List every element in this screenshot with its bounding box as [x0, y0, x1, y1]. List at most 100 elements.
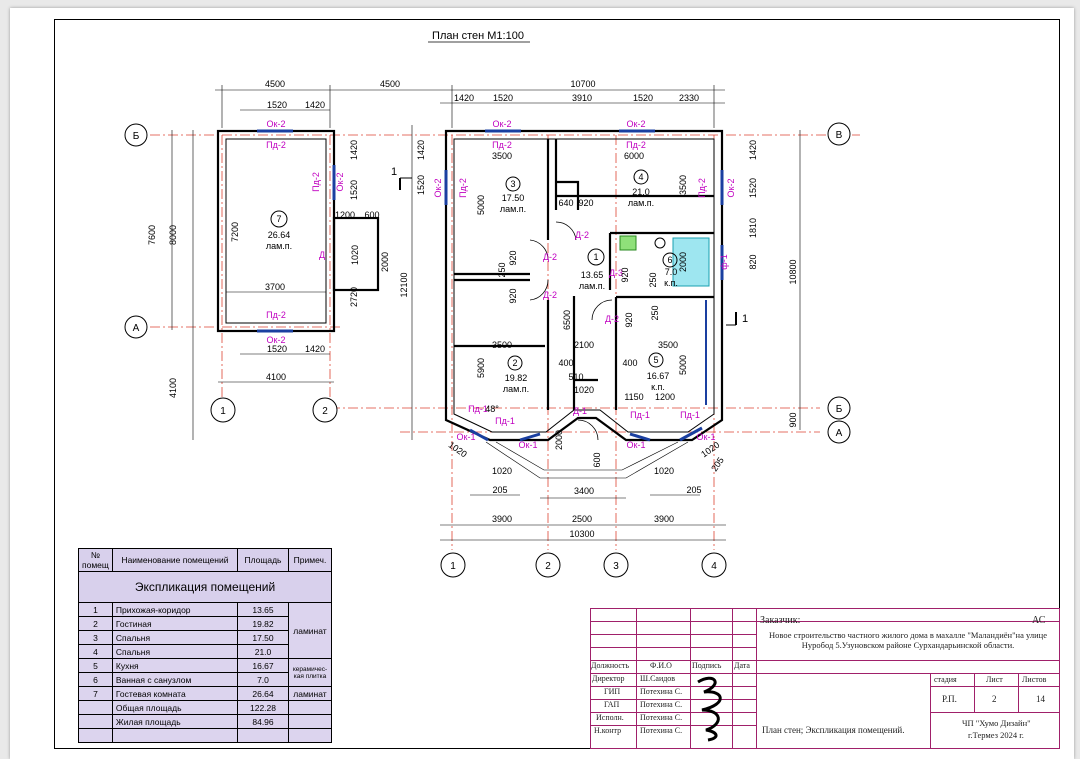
svg-text:7200: 7200 — [230, 222, 240, 242]
svg-text:10300: 10300 — [569, 529, 594, 539]
svg-text:Ок-2: Ок-2 — [267, 119, 286, 129]
svg-text:1420: 1420 — [349, 140, 359, 160]
dimensions-top: 4500 4500 10700 1520 1420 1420 1520 3910… — [215, 79, 725, 128]
svg-text:510: 510 — [568, 372, 583, 382]
svg-text:400: 400 — [558, 358, 573, 368]
svg-text:Пд-1: Пд-1 — [630, 410, 650, 420]
svg-text:1520: 1520 — [748, 178, 758, 198]
table-title: Экспликация помещений — [78, 571, 332, 603]
svg-text:Пд-2: Пд-2 — [492, 140, 512, 150]
name-executor: Потехина С. — [640, 713, 683, 722]
svg-text:В: В — [836, 130, 843, 141]
svg-text:1810: 1810 — [748, 218, 758, 238]
svg-text:600: 600 — [592, 452, 602, 467]
room-labels: 3 17.50 лам.п. 4 21.0 лам.п. 1 13.65 лам… — [266, 169, 678, 394]
drawing-name: План стен; Экспликация помещений. — [762, 725, 905, 735]
svg-text:3910: 3910 — [572, 93, 592, 103]
project-code: АС — [1032, 615, 1046, 626]
svg-text:3400: 3400 — [574, 486, 594, 496]
svg-text:1420: 1420 — [305, 344, 325, 354]
col-area: Площадь — [237, 548, 289, 572]
svg-text:21.0: 21.0 — [632, 187, 650, 197]
col-fio: Ф.И.О — [650, 661, 672, 670]
svg-text:2000: 2000 — [380, 252, 390, 272]
svg-text:4: 4 — [638, 172, 643, 182]
svg-text:Пд-2: Пд-2 — [697, 178, 707, 198]
name-norm-control: Потехина С. — [640, 726, 683, 735]
svg-text:Д: Д — [319, 250, 325, 260]
svg-text:8000: 8000 — [168, 225, 178, 245]
signature-icon — [697, 676, 722, 742]
note-laminate: ламинат — [288, 602, 332, 659]
svg-text:1420: 1420 — [416, 140, 426, 160]
svg-text:к.п.: к.п. — [664, 278, 678, 288]
svg-text:17.50: 17.50 — [502, 193, 525, 203]
svg-text:2000: 2000 — [678, 252, 688, 272]
svg-text:А: А — [133, 323, 140, 334]
svg-text:Д-3: Д-3 — [609, 268, 623, 278]
svg-text:1420: 1420 — [748, 140, 758, 160]
plan-title: План стен М1:100 — [432, 30, 524, 42]
svg-text:205: 205 — [686, 485, 701, 495]
svg-text:1420: 1420 — [454, 93, 474, 103]
svg-text:3: 3 — [510, 179, 515, 189]
svg-text:1: 1 — [593, 252, 598, 262]
svg-text:Пд-2: Пд-2 — [626, 140, 646, 150]
note-laminate-2: ламинат — [288, 686, 332, 701]
opening-labels: Ок-2 Пд-2 Ок-2 Пд-2 Ок-2 Пд-2 Пд-2 Ок-2 … — [433, 119, 736, 450]
svg-text:Ок-1: Ок-1 — [519, 440, 538, 450]
svg-text:Б: Б — [133, 131, 140, 142]
svg-text:Ок-1: Ок-1 — [457, 432, 476, 442]
svg-text:1: 1 — [391, 166, 397, 178]
svg-text:640: 640 — [558, 198, 573, 208]
interior-dimensions: 3500 6000 5000 3500 640 920 920 250 920 … — [476, 151, 688, 468]
svg-text:1520: 1520 — [267, 344, 287, 354]
svg-text:400: 400 — [622, 358, 637, 368]
svg-text:2720: 2720 — [349, 287, 359, 307]
svg-text:Пд-2: Пд-2 — [458, 178, 468, 198]
svg-text:205: 205 — [709, 455, 726, 473]
svg-text:920: 920 — [620, 267, 630, 282]
col-date: Дата — [734, 661, 750, 670]
col-position: Должность — [591, 661, 630, 670]
svg-text:2: 2 — [322, 406, 328, 417]
svg-text:Ок-1: Ок-1 — [627, 440, 646, 450]
svg-text:6000: 6000 — [624, 151, 644, 161]
name-gip: Потехина С. — [640, 687, 683, 696]
svg-text:Ок-2: Ок-2 — [726, 179, 736, 198]
svg-text:48°: 48° — [485, 404, 499, 414]
svg-text:лам.п.: лам.п. — [579, 281, 605, 291]
svg-text:16.67: 16.67 — [647, 371, 670, 381]
svg-text:1420: 1420 — [305, 100, 325, 110]
company-name: ЧП "Хумо Дизайн" — [962, 718, 1031, 728]
svg-text:3500: 3500 — [492, 151, 512, 161]
svg-text:Б: Б — [836, 404, 843, 415]
svg-text:4500: 4500 — [380, 79, 400, 89]
role-executor: Исполн. — [596, 713, 624, 722]
svg-text:Ок-2: Ок-2 — [267, 335, 286, 345]
svg-text:Ок-2: Ок-2 — [433, 179, 443, 198]
svg-text:13.65: 13.65 — [581, 270, 604, 280]
svg-text:6: 6 — [667, 255, 672, 265]
svg-text:А: А — [836, 428, 843, 439]
stage-value: Р.П. — [942, 694, 957, 704]
svg-text:Пд-2: Пд-2 — [266, 140, 286, 150]
section-marks: 1 1 — [391, 166, 748, 326]
svg-text:4100: 4100 — [168, 378, 178, 398]
svg-text:250: 250 — [497, 262, 507, 277]
role-gip: ГИП — [604, 687, 621, 696]
svg-text:2000: 2000 — [554, 430, 564, 450]
note-ceramic: керамичес-кая плитка — [288, 658, 332, 687]
svg-text:3: 3 — [613, 561, 619, 572]
svg-text:к.п.: к.п. — [651, 382, 665, 392]
svg-text:920: 920 — [578, 198, 593, 208]
svg-text:ф-1: ф-1 — [719, 254, 729, 269]
name-gap: Потехина С. — [640, 700, 683, 709]
svg-text:Ок-2: Ок-2 — [335, 173, 345, 192]
svg-text:Пд-1: Пд-1 — [495, 416, 515, 426]
